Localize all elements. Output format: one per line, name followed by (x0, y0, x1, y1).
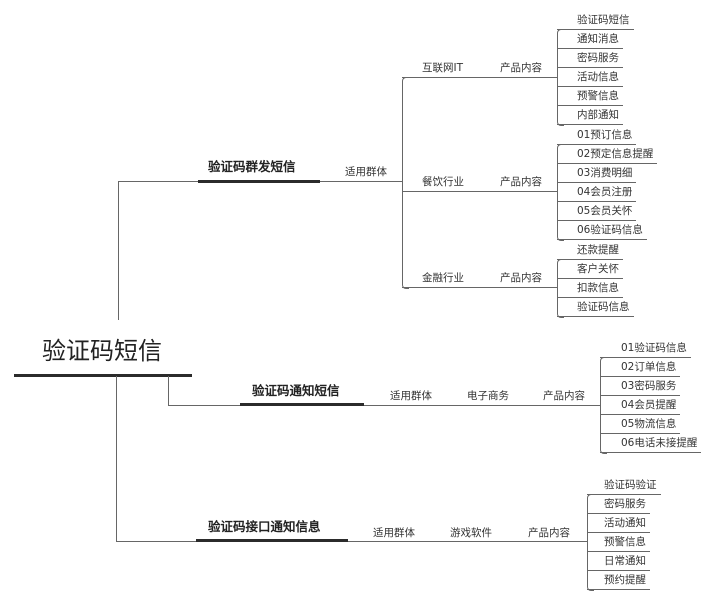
leaf-item: 验证码信息 (577, 301, 630, 313)
connector-line (402, 287, 557, 288)
leaf-item: 预警信息 (604, 536, 646, 548)
leaf-underline (587, 551, 650, 552)
root-title: 验证码短信 (42, 337, 162, 365)
leaf-item: 预约提醒 (604, 574, 646, 586)
connector-line (364, 405, 600, 406)
leaf-item: 05会员关怀 (577, 205, 633, 217)
leaf-underline (557, 124, 623, 125)
leaf-underline (600, 395, 680, 396)
leaf-underline (557, 297, 623, 298)
leaf-item: 03消费明细 (577, 167, 633, 179)
leaf-item: 活动信息 (577, 71, 619, 83)
leaf-underline (587, 532, 650, 533)
leaf-underline (557, 220, 636, 221)
leaf-item: 01验证码信息 (621, 342, 687, 354)
leaf-item: 客户关怀 (577, 263, 619, 275)
bracket-line (557, 144, 564, 241)
leaf-item: 验证码短信 (577, 14, 630, 26)
branch-title: 验证码通知短信 (252, 383, 340, 398)
leaf-item: 活动通知 (604, 517, 646, 529)
branch-underline (196, 539, 348, 542)
leaf-underline (587, 570, 650, 571)
industry-label: 互联网IT (422, 62, 464, 74)
branch-underline (198, 180, 320, 183)
leaf-item: 密码服务 (577, 52, 619, 64)
leaf-underline (557, 67, 623, 68)
root-underline (14, 374, 192, 377)
content-label: 产品内容 (500, 272, 542, 284)
connector-line (116, 541, 196, 542)
leaf-item: 01预订信息 (577, 129, 633, 141)
content-label: 产品内容 (500, 62, 542, 74)
connector-line (118, 181, 198, 182)
audience-label: 适用群体 (345, 166, 387, 178)
leaf-underline (587, 589, 650, 590)
leaf-item: 04会员提醒 (621, 399, 677, 411)
leaf-underline (600, 414, 680, 415)
leaf-item: 还款提醒 (577, 244, 619, 256)
leaf-underline (557, 163, 657, 164)
branch-title: 验证码接口通知信息 (208, 519, 321, 534)
leaf-item: 02预定信息提醒 (577, 148, 654, 160)
leaf-item: 通知消息 (577, 33, 619, 45)
leaf-item: 日常通知 (604, 555, 646, 567)
leaf-item: 04会员注册 (577, 186, 633, 198)
connector-line (348, 541, 587, 542)
leaf-underline (557, 316, 634, 317)
leaf-item: 06电话未接提醒 (621, 437, 698, 449)
content-label: 产品内容 (500, 176, 542, 188)
industry-label: 电子商务 (467, 390, 509, 402)
bracket-line (557, 259, 564, 318)
leaf-underline (557, 201, 636, 202)
leaf-underline (557, 105, 623, 106)
leaf-underline (600, 376, 680, 377)
root-connector-down (116, 376, 117, 541)
leaf-underline (557, 182, 636, 183)
bracket-line (600, 357, 607, 454)
industry-label: 金融行业 (422, 272, 464, 284)
root-connector-up (118, 181, 119, 320)
industry-label: 游戏软件 (450, 527, 492, 539)
branch-title: 验证码群发短信 (208, 159, 296, 174)
leaf-item: 扣款信息 (577, 282, 619, 294)
content-label: 产品内容 (543, 390, 585, 402)
audience-label: 适用群体 (390, 390, 432, 402)
branch-underline (240, 403, 364, 406)
audience-label: 适用群体 (373, 527, 415, 539)
leaf-item: 内部通知 (577, 109, 619, 121)
leaf-item: 验证码验证 (604, 479, 657, 491)
leaf-underline (557, 86, 623, 87)
connector-line (168, 405, 240, 406)
leaf-underline (600, 357, 691, 358)
bracket-line (402, 77, 409, 289)
connector-line (402, 77, 557, 78)
connector-line (320, 181, 402, 182)
root-connector-branch2 (168, 376, 169, 405)
bracket-line (557, 29, 564, 126)
leaf-underline (557, 48, 623, 49)
leaf-underline (600, 452, 701, 453)
leaf-underline (557, 259, 623, 260)
leaf-underline (557, 278, 623, 279)
leaf-item: 02订单信息 (621, 361, 677, 373)
leaf-underline (587, 494, 661, 495)
leaf-item: 预警信息 (577, 90, 619, 102)
leaf-underline (557, 144, 636, 145)
connector-line (402, 191, 557, 192)
industry-label: 餐饮行业 (422, 176, 464, 188)
leaf-item: 06验证码信息 (577, 224, 643, 236)
leaf-item: 05物流信息 (621, 418, 677, 430)
leaf-underline (600, 433, 680, 434)
leaf-item: 03密码服务 (621, 380, 677, 392)
content-label: 产品内容 (528, 527, 570, 539)
leaf-underline (557, 29, 634, 30)
leaf-underline (557, 239, 647, 240)
leaf-underline (587, 513, 650, 514)
bracket-line (587, 494, 594, 591)
leaf-item: 密码服务 (604, 498, 646, 510)
